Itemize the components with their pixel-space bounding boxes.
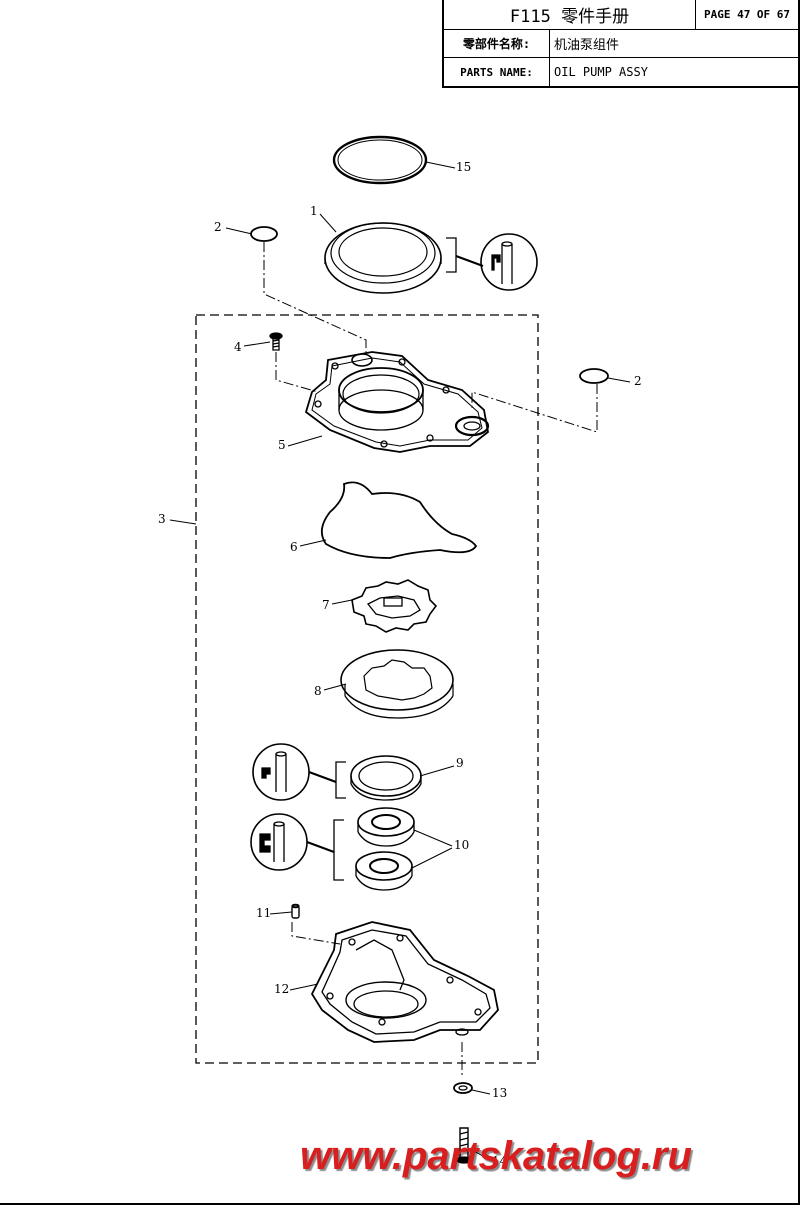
part-15-o-ring xyxy=(332,135,428,185)
alignment-lines xyxy=(263,242,598,1078)
name-cn-row: 零部件名称: 机油泵组件 xyxy=(444,30,798,58)
callout-1: 1 xyxy=(310,204,318,218)
name-en-row: PARTS NAME: OIL PUMP ASSY xyxy=(444,58,798,86)
part-11-dowel-pin xyxy=(291,903,300,919)
page-number: PAGE 47 OF 67 xyxy=(703,8,791,21)
detail-bubble-top xyxy=(446,233,538,291)
part-12-pump-body xyxy=(310,921,499,1043)
name-en-label: PARTS NAME: xyxy=(444,58,550,86)
callout-3: 3 xyxy=(158,512,166,526)
callout-2-right: 2 xyxy=(634,374,642,388)
detail-bubble-9 xyxy=(252,743,346,801)
callout-10: 10 xyxy=(454,838,470,852)
callout-13: 13 xyxy=(492,1086,508,1100)
callout-7: 7 xyxy=(322,598,330,612)
part-8-outer-rotor xyxy=(340,649,454,719)
name-en-value: OIL PUMP ASSY xyxy=(554,65,648,79)
part-13-washer xyxy=(453,1082,473,1094)
watermark-url: www.partskatalog.ru xyxy=(300,1134,692,1178)
leader-lines xyxy=(169,161,631,1161)
name-cn-value: 机油泵组件 xyxy=(554,38,620,53)
part-1-seal-ring xyxy=(324,222,442,294)
manual-title: F115 零件手册 xyxy=(444,0,696,29)
assembly-boundary xyxy=(195,314,539,1064)
part-7-inner-rotor xyxy=(351,579,438,633)
detail-bubble-10 xyxy=(250,813,344,881)
part-2-small-o-ring-left xyxy=(250,226,278,242)
title-row: F115 零件手册 PAGE 47 OF 67 xyxy=(444,0,798,30)
part-10-seal-lower xyxy=(355,851,413,891)
callout-14: 14 xyxy=(492,1154,508,1168)
callout-12: 12 xyxy=(274,982,290,996)
callout-15: 15 xyxy=(456,160,472,174)
callout-5: 5 xyxy=(278,438,286,452)
part-14-bolt xyxy=(456,1127,472,1164)
part-2-small-o-ring-right xyxy=(579,368,609,384)
callout-11: 11 xyxy=(256,906,272,920)
title-block: F115 零件手册 PAGE 47 OF 67 零部件名称: 机油泵组件 PAR… xyxy=(442,0,798,88)
name-cn-label: 零部件名称: xyxy=(444,30,550,57)
part-9-oil-seal xyxy=(350,755,422,801)
callout-2-left: 2 xyxy=(214,220,222,234)
part-6-gasket xyxy=(320,481,478,559)
callout-8: 8 xyxy=(314,684,322,698)
part-4-screw xyxy=(269,332,283,351)
callout-6: 6 xyxy=(290,540,298,554)
part-10-seal-upper xyxy=(357,807,415,847)
callout-4: 4 xyxy=(234,340,242,354)
part-5-pump-cover xyxy=(304,351,490,453)
callout-9: 9 xyxy=(456,756,464,770)
